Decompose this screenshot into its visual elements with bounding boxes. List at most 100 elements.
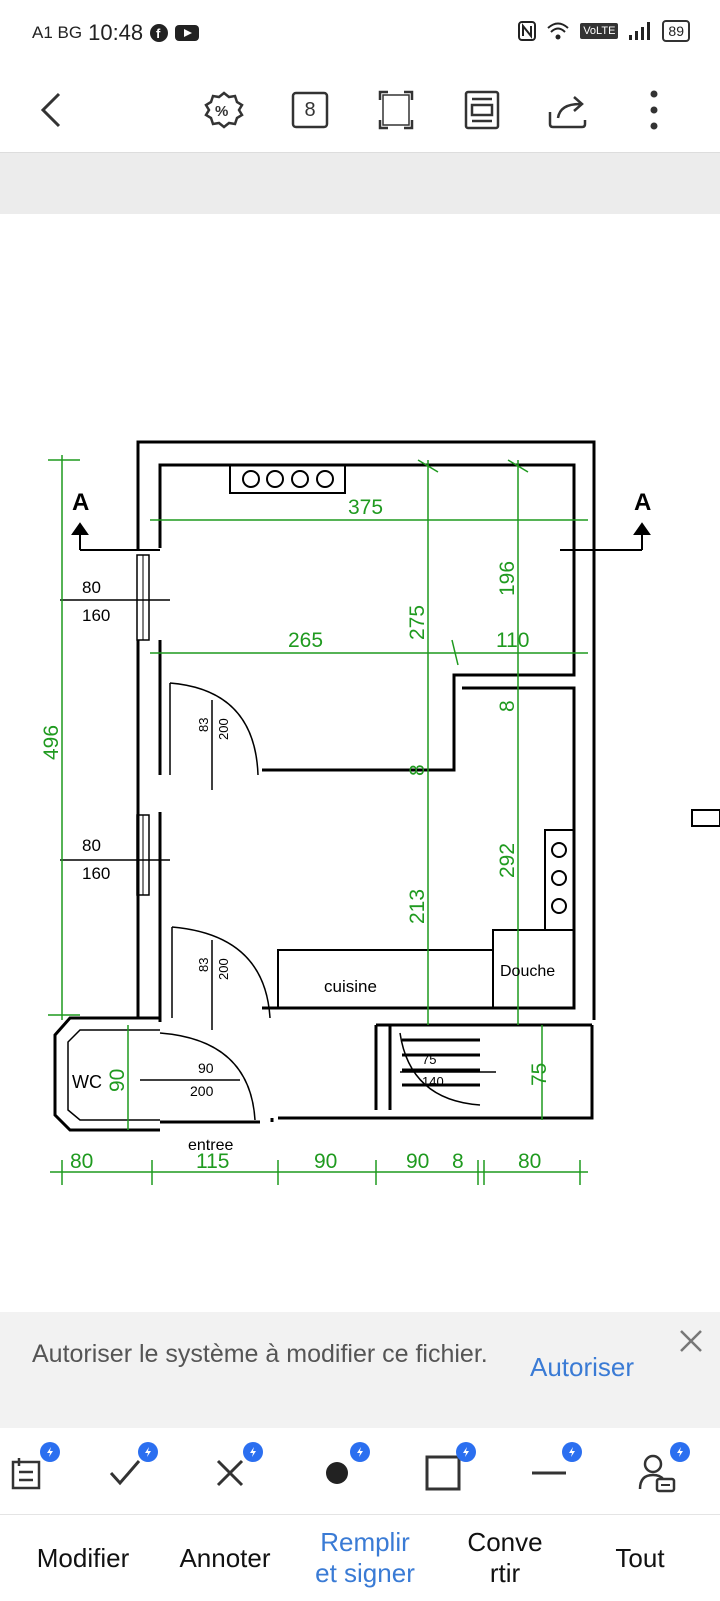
discount-icon: %: [204, 91, 244, 129]
dim-196: 196: [496, 561, 519, 596]
premium-badge: [562, 1442, 582, 1462]
door-2-height: 200: [216, 958, 231, 980]
check-tool[interactable]: [100, 1442, 158, 1498]
dim-75: 75: [528, 1063, 551, 1086]
door-3-height: 200: [190, 1083, 214, 1099]
dot-tool[interactable]: [312, 1442, 370, 1498]
page-count-button[interactable]: 8: [288, 88, 332, 132]
room-label-wc: WC: [72, 1072, 102, 1092]
back-icon: [40, 92, 61, 128]
window-1-height: 160: [82, 606, 110, 625]
check-icon: [109, 1460, 141, 1486]
dim-213: 213: [406, 889, 429, 924]
window-2-height: 160: [82, 864, 110, 883]
form-tool[interactable]: [2, 1442, 60, 1498]
dim-bottom-8: 8: [452, 1150, 464, 1173]
door-2-width: 83: [196, 958, 211, 972]
premium-badge: [138, 1442, 158, 1462]
banner-message: Autoriser le système à modifier ce fichi…: [32, 1340, 488, 1368]
section-label-left: A: [72, 489, 89, 516]
discount-button[interactable]: %: [202, 88, 246, 132]
svg-text:f: f: [156, 26, 161, 41]
dim-8b: 8: [406, 764, 429, 776]
bottom-tab-bar: Modifier Annoter Remplir et signer Conve…: [0, 1514, 720, 1601]
tool-row: [0, 1428, 720, 1514]
tab-convertir[interactable]: Conve rtir: [467, 1527, 543, 1588]
dim-375: 375: [348, 496, 383, 519]
line-icon: [532, 1471, 566, 1475]
signal-icon: [629, 22, 651, 40]
svg-text:%: %: [215, 103, 228, 120]
dim-110: 110: [496, 629, 529, 652]
fullscreen-icon: [378, 90, 414, 130]
layout-icon: [464, 90, 500, 130]
room-label-kitchen: cuisine: [324, 977, 377, 996]
dim-496: 496: [40, 725, 63, 760]
window-1-width: 80: [82, 578, 101, 597]
nfc-icon: [518, 21, 537, 41]
dim-bottom-80a: 80: [70, 1150, 93, 1173]
carrier-label: A1 BG: [32, 23, 83, 42]
battery-indicator: 89: [662, 20, 690, 42]
dim-265: 265: [288, 629, 323, 652]
document-page-gap: [0, 152, 720, 215]
page-count-icon: [291, 91, 329, 129]
document-page[interactable]: 375 265 110 80 115 90 90 8 80 196 275 49…: [0, 214, 720, 1312]
premium-badge: [670, 1442, 690, 1462]
door-3-width: 90: [198, 1060, 214, 1076]
tab-annoter[interactable]: Annoter: [179, 1542, 271, 1573]
wifi-icon: [547, 22, 569, 40]
layout-button[interactable]: [460, 88, 504, 132]
close-banner-button[interactable]: [678, 1326, 704, 1360]
line-tool[interactable]: [524, 1442, 582, 1498]
tab-remplir-et-signer[interactable]: Remplir et signer: [315, 1527, 415, 1588]
dim-90: 90: [106, 1069, 129, 1092]
dim-bottom-80b: 80: [518, 1150, 541, 1173]
cross-icon: [216, 1459, 244, 1487]
dim-bottom-115: 115: [196, 1150, 229, 1173]
premium-badge: [243, 1442, 263, 1462]
permission-banner: Autoriser le système à modifier ce fichi…: [0, 1312, 720, 1428]
page-count-label: 8: [304, 98, 316, 121]
signature-tool[interactable]: [632, 1442, 690, 1498]
rectangle-icon: [425, 1455, 461, 1491]
youtube-icon: [175, 25, 200, 41]
form-icon: [11, 1458, 41, 1490]
floor-plan: 375 265 110 80 115 90 90 8 80 196 275 49…: [40, 440, 720, 1185]
door-4-height: 140: [422, 1074, 444, 1089]
close-icon: [680, 1330, 702, 1352]
room-label-shower: Douche: [500, 963, 555, 980]
facebook-icon: f: [150, 24, 169, 42]
dim-292: 292: [496, 843, 519, 878]
more-icon: [650, 90, 658, 130]
clock: 10:48: [88, 20, 144, 45]
window-2-width: 80: [82, 836, 101, 855]
premium-badge: [456, 1442, 476, 1462]
status-bar: A1 BG 10:48 f VoLTE 89: [0, 0, 720, 70]
dim-275: 275: [406, 605, 429, 640]
premium-badge: [350, 1442, 370, 1462]
dim-bottom-90b: 90: [406, 1150, 429, 1173]
room-label-entrance: entree: [188, 1137, 233, 1154]
fullscreen-button[interactable]: [374, 88, 418, 132]
tab-modifier[interactable]: Modifier: [36, 1542, 130, 1573]
premium-badge: [40, 1442, 60, 1462]
dim-bottom-90a: 90: [314, 1150, 337, 1173]
door-1-width: 83: [196, 718, 211, 732]
allow-button[interactable]: Autoriser: [530, 1352, 635, 1382]
dim-8a: 8: [496, 700, 519, 712]
tab-tout[interactable]: Tout: [615, 1542, 665, 1573]
share-icon: [548, 96, 587, 129]
volte-badge: VoLTE: [580, 23, 619, 39]
rectangle-tool[interactable]: [418, 1442, 476, 1498]
more-button[interactable]: [632, 88, 676, 132]
cross-tool[interactable]: [205, 1442, 263, 1498]
door-1-height: 200: [216, 718, 231, 740]
back-button[interactable]: [30, 88, 74, 132]
share-button[interactable]: [546, 88, 590, 132]
dot-icon: [326, 1462, 348, 1484]
door-4-width: 75: [422, 1052, 436, 1067]
top-toolbar: % 8: [0, 70, 720, 152]
signature-icon: [638, 1454, 676, 1493]
section-label-right: A: [634, 489, 651, 516]
